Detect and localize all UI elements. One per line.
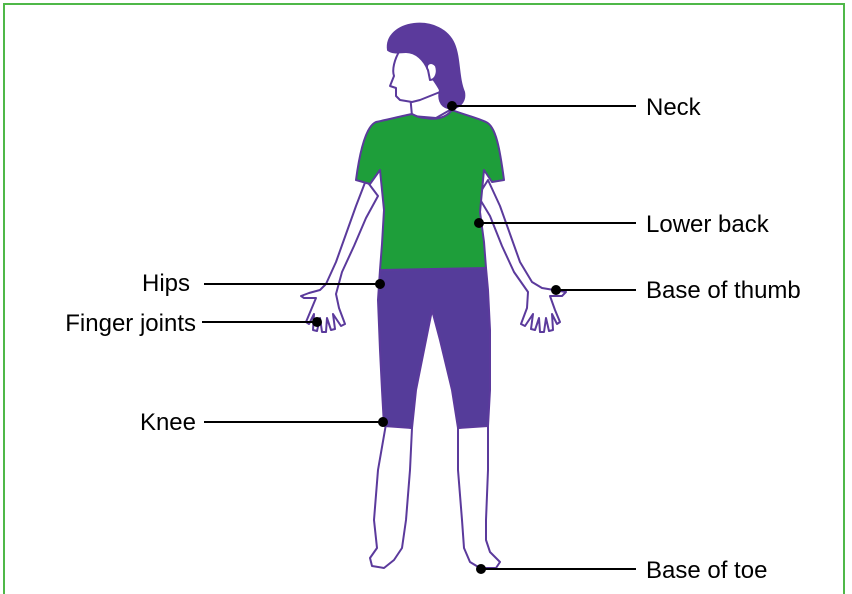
shorts [378,268,490,428]
label-base-of-thumb: Base of thumb [646,277,801,304]
base-of-toe-dot [476,564,486,574]
left-arm [301,180,378,332]
label-base-of-toe: Base of toe [646,557,767,584]
label-hips: Hips [142,270,190,297]
base-of-thumb-dot [551,285,561,295]
lower-back-dot [474,218,484,228]
knee-dot [378,417,388,427]
right-arm [478,180,566,332]
label-finger-joints: Finger joints [65,310,196,337]
shirt [356,110,504,274]
left-leg [370,424,412,568]
neck-dot [447,101,457,111]
label-lower-back: Lower back [646,211,770,238]
label-neck: Neck [646,94,702,121]
finger-joints-dot [312,317,322,327]
hips-dot [375,279,385,289]
right-leg [458,424,500,568]
label-knee: Knee [140,409,196,436]
